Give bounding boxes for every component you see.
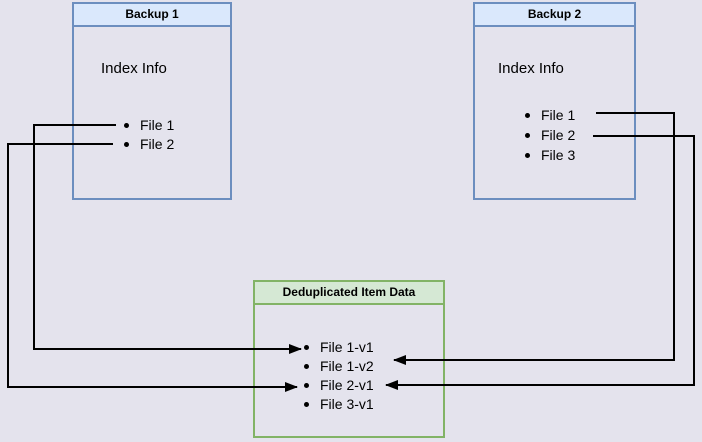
dedup-file-list: File 1-v1 File 1-v2 File 2-v1 File 3-v1 [304,338,374,414]
deduplicated-item-data-box: Deduplicated Item Data File 1-v1 File 1-… [253,280,445,438]
backup2-box: Backup 2 Index Info File 1 File 2 File 3 [473,2,636,200]
dedup-item-file-1-v2: File 1-v2 [304,357,374,376]
backup1-item-file-1: File 1 [124,116,174,135]
backup2-title: Backup 2 [475,4,634,27]
backup1-file-list: File 1 File 2 [124,116,174,154]
backup1-index-info-label: Index Info [101,60,167,77]
backup2-index-info-label: Index Info [498,60,564,77]
backup1-box: Backup 1 Index Info File 1 File 2 [72,2,232,200]
dedup-title: Deduplicated Item Data [255,282,443,305]
dedup-item-file-1-v1: File 1-v1 [304,338,374,357]
backup1-title: Backup 1 [74,4,230,27]
backup2-file-list: File 1 File 2 File 3 [525,105,575,165]
backup1-item-file-2: File 2 [124,135,174,154]
backup2-item-file-2: File 2 [525,125,575,145]
dedup-item-file-2-v1: File 2-v1 [304,376,374,395]
dedup-item-file-3-v1: File 3-v1 [304,395,374,414]
backup2-item-file-1: File 1 [525,105,575,125]
backup2-item-file-3: File 3 [525,145,575,165]
